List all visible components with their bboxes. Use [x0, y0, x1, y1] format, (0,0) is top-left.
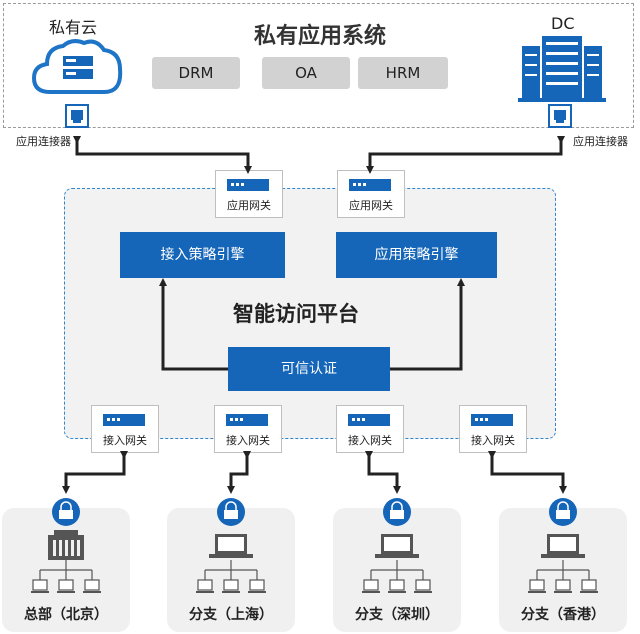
dc-server-icon	[518, 36, 606, 102]
app-drm[interactable]: DRM	[152, 57, 240, 89]
access-gateway-1: 接入网关	[91, 405, 159, 453]
trusted-auth: 可信认证	[228, 347, 390, 391]
access-gateway-3: 接入网关	[336, 405, 404, 453]
app-hrm[interactable]: HRM	[358, 57, 448, 89]
connector-icon	[548, 104, 572, 128]
connector-label-right: 应用连接器	[573, 135, 628, 148]
app-gateway-left: 应用网关	[215, 170, 283, 218]
app-gateway-right: 应用网关	[337, 170, 405, 218]
private-cloud-icon	[31, 39, 123, 94]
connector-icon	[65, 104, 89, 128]
access-gateway-4: 接入网关	[459, 405, 527, 453]
access-policy-engine: 接入策略引擎	[120, 232, 285, 278]
secure-globe-icon	[52, 498, 577, 526]
system-title: 私有应用系统	[253, 24, 386, 49]
private-cloud-label: 私有云	[49, 18, 98, 37]
app-oa[interactable]: OA	[262, 57, 350, 89]
platform-title: 智能访问平台	[233, 302, 359, 326]
app-policy-engine: 应用策略引擎	[336, 232, 497, 278]
branch-name-1: 总部（北京）	[24, 607, 108, 623]
branch-name-2: 分支（上海）	[189, 607, 273, 623]
private-app-system-region	[3, 3, 634, 128]
branch-name-3: 分支（深圳）	[355, 607, 439, 623]
dc-label: DC	[551, 14, 575, 33]
client-pc-icon	[32, 579, 597, 591]
connector-label-left: 应用连接器	[16, 135, 71, 148]
smart-access-platform	[64, 188, 556, 439]
access-gateway-2: 接入网关	[214, 405, 282, 453]
branch-name-4: 分支（香港）	[521, 607, 605, 623]
